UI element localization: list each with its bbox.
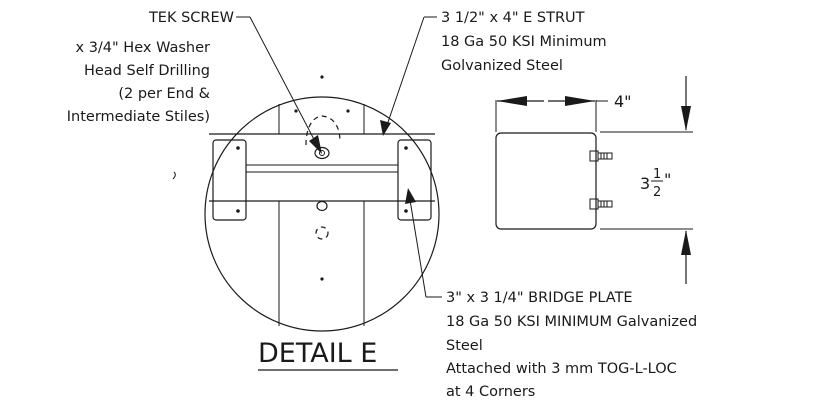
tek-screw-line-3: Head Self Drilling — [84, 63, 210, 79]
fastener-lower — [589, 198, 613, 210]
plate-fastener — [404, 209, 408, 213]
strut-line-3: Golvanized Steel — [441, 58, 563, 74]
strut-line-1: 3 1/2" x 4" E STRUT — [441, 10, 585, 26]
height-arrowhead-top — [681, 106, 691, 131]
width-dimension-label: 4" — [614, 92, 632, 111]
detail-circle — [204, 96, 440, 332]
tek-screw-line-2: x 3/4" Hex Washer — [76, 40, 211, 56]
bridge-plate-left — [212, 139, 247, 221]
dim-arrowhead-left — [497, 96, 527, 106]
tek-screw-center — [319, 150, 325, 156]
center-dot — [294, 109, 298, 113]
bridge-plate-line-3: Steel — [446, 338, 483, 354]
bridge-plate-line-5: at 4 Corners — [446, 384, 535, 400]
strut-section-view — [495, 76, 693, 284]
hidden-stile-end-top — [305, 115, 341, 146]
tek-screw-line-1: TEK SCREW — [148, 10, 234, 26]
hidden-hole — [315, 226, 329, 240]
leader-strut — [380, 16, 437, 136]
detail-title: DETAIL E — [258, 338, 377, 369]
dim-arrowhead-right — [565, 96, 595, 106]
plate-fastener — [236, 146, 240, 150]
center-dot — [320, 277, 324, 281]
plate-fastener — [236, 209, 240, 213]
leader-bridge-plate — [405, 188, 442, 298]
tek-screw-line-5: Intermediate Stiles) — [67, 109, 210, 125]
bridge-plate-line-4: Attached with 3 mm TOG-L-LOC — [446, 361, 677, 377]
height-dimension-denominator: 2 — [653, 185, 661, 200]
center-dot — [320, 75, 324, 79]
height-dimension-whole: 3 — [640, 174, 650, 193]
tek-screw-head-lower — [316, 200, 328, 212]
center-dot — [346, 109, 350, 113]
tek-screw-line-4: (2 per End & — [118, 86, 210, 102]
height-dimension-numerator: 1 — [653, 167, 661, 182]
height-dimension-inch: " — [664, 170, 671, 189]
strut-line-2: 18 Ga 50 KSI Minimum — [441, 34, 607, 50]
bridge-plate-right — [397, 139, 432, 221]
strut-section-box — [495, 132, 597, 230]
bridge-plate-line-2: 18 Ga 50 KSI MINIMUM Galvanized — [446, 314, 697, 330]
stray-mark — [172, 171, 176, 180]
height-arrowhead-bottom — [681, 230, 691, 255]
circle-detail-view — [172, 75, 440, 332]
plate-fastener — [404, 146, 408, 150]
fastener-upper — [589, 150, 613, 162]
tek-screw-head — [314, 146, 330, 160]
bridge-plate-line-1: 3" x 3 1/4" BRIDGE PLATE — [446, 290, 633, 306]
leader-tek-screw — [236, 16, 322, 154]
